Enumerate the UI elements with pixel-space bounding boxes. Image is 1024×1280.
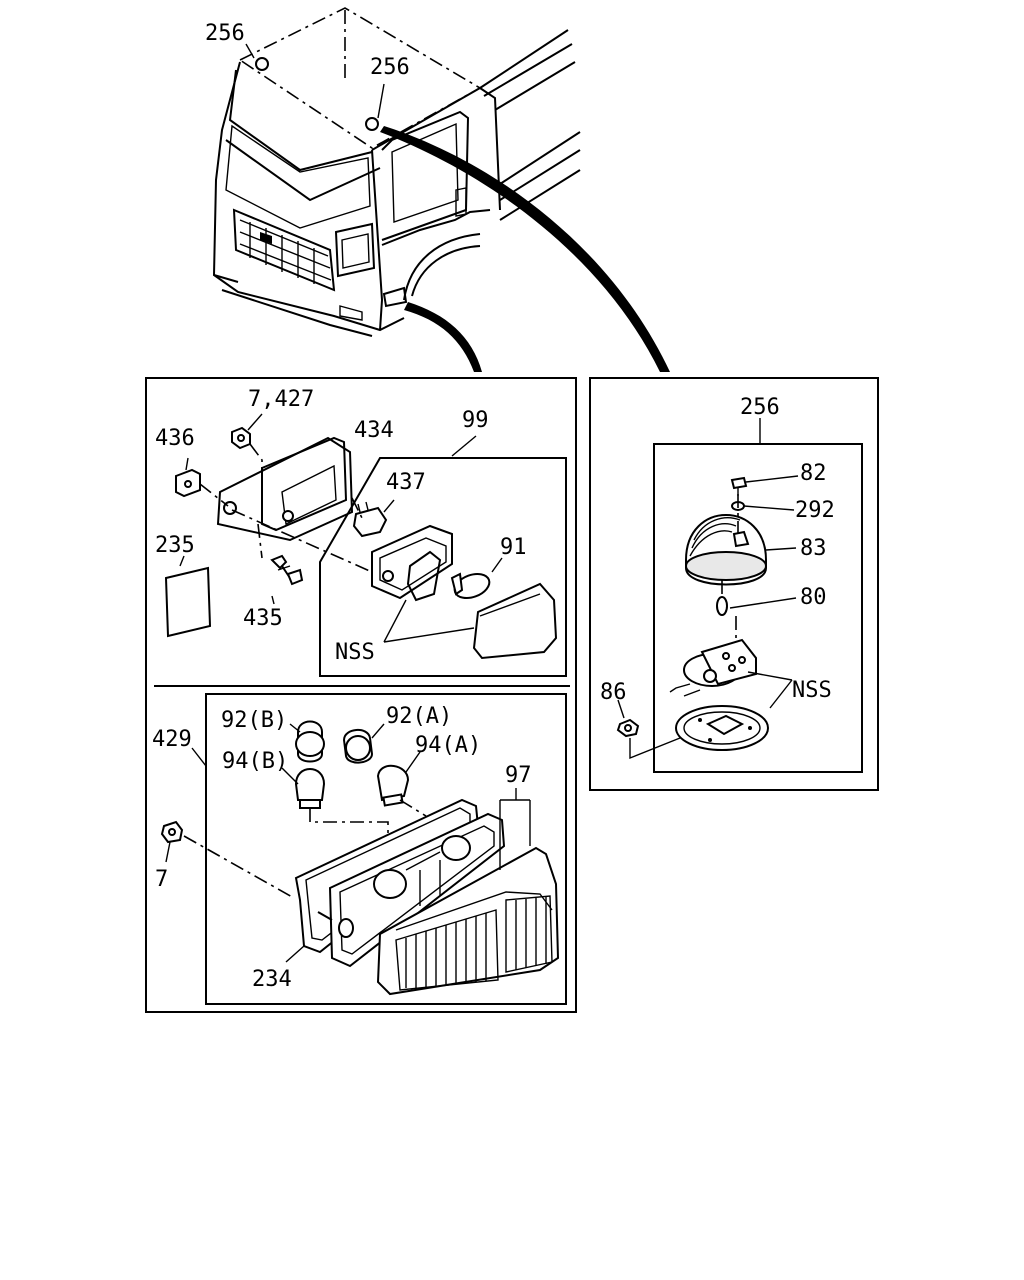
label-clip-436: 436 <box>155 426 195 451</box>
label-assembly-429: 429 <box>152 727 192 752</box>
label-pad-235: 235 <box>155 533 195 558</box>
label-nss-side-lamp: NSS <box>335 640 375 665</box>
label-nut-86: 86 <box>600 680 627 705</box>
label-bulb-91: 91 <box>500 535 527 560</box>
label-roof-lamp-256: 256 <box>740 395 780 420</box>
label-bolt-435: 435 <box>243 606 283 631</box>
roof-lamp-group <box>616 418 863 773</box>
label-gasket-234: 234 <box>252 967 292 992</box>
label-washer-292: 292 <box>795 498 835 523</box>
label-assembly-99: 99 <box>462 408 489 433</box>
label-nss-roof-lamp: NSS <box>792 678 832 703</box>
side-marker-lamp-group <box>164 413 567 677</box>
label-nut-7-427: 7,427 <box>248 387 314 412</box>
label-bulb-92a: 92(A) <box>386 704 452 729</box>
roof-lamp-panel-frame <box>589 377 879 791</box>
label-screw-82: 82 <box>800 461 827 486</box>
side-lamp-panel-frame <box>145 377 577 1013</box>
label-roof-lamp-256-right: 256 <box>370 55 410 80</box>
truck-cab-illustration <box>212 7 670 372</box>
turn-signal-lamp-group <box>160 693 567 1005</box>
label-lens-97: 97 <box>505 763 532 788</box>
label-socket-437: 437 <box>386 470 426 495</box>
label-roof-lamp-256-left: 256 <box>205 21 245 46</box>
label-bulb-92b: 92(B) <box>221 708 287 733</box>
label-lens-83: 83 <box>800 536 827 561</box>
label-bulb-94a: 94(A) <box>415 733 481 758</box>
label-nut-7: 7 <box>155 867 168 892</box>
label-bulb-94b: 94(B) <box>222 749 288 774</box>
label-housing-434: 434 <box>354 418 394 443</box>
label-bulb-80: 80 <box>800 585 827 610</box>
